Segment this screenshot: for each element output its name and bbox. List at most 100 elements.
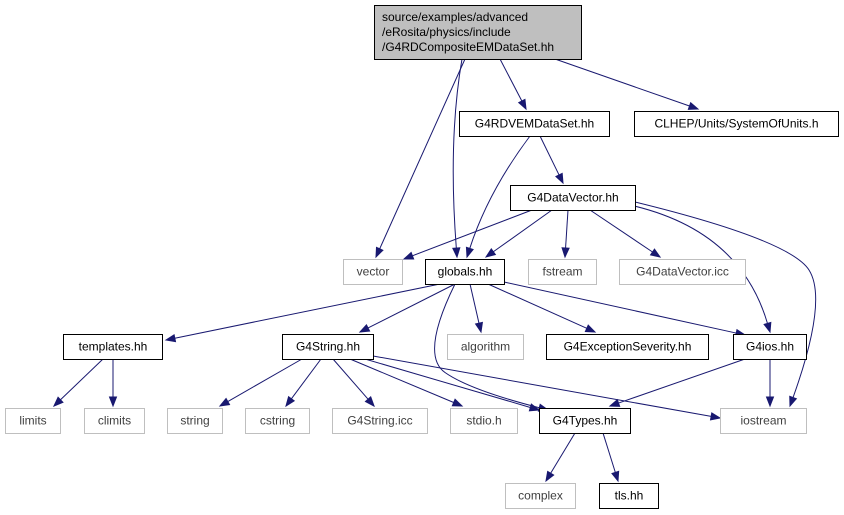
edge-arrowhead (584, 324, 597, 333)
edge-arrowhead (465, 246, 474, 259)
node-box (374, 5, 582, 60)
node-label: /eRosita/physics/include (382, 25, 511, 39)
node-templates[interactable]: templates.hh (63, 334, 163, 360)
edge-line (589, 209, 653, 253)
node-box (447, 334, 524, 360)
node-label: cstring (260, 414, 295, 428)
nodes-layer: source/examples/advanced/eRosita/physics… (5, 5, 839, 509)
node-label: G4String.hh (296, 340, 360, 354)
edge-line (634, 201, 817, 398)
edge-line (554, 58, 690, 107)
node-label: tls.hh (615, 489, 644, 503)
edge-line (565, 209, 569, 249)
edge-G4ios-to-G4Types (608, 358, 746, 407)
node-root[interactable]: source/examples/advanced/eRosita/physics… (374, 5, 582, 60)
node-box (733, 334, 807, 360)
node-label: G4DataVector.icc (636, 265, 729, 279)
node-box (425, 259, 505, 285)
edge-globals-to-algorithm (469, 283, 484, 334)
edge-line (434, 283, 540, 409)
node-stdio: stdio.h (450, 408, 518, 434)
edge-line (364, 358, 531, 408)
edge-arrowhead (108, 396, 118, 408)
node-label: fstream (542, 265, 582, 279)
edge-arrowhead (484, 248, 497, 258)
edge-arrowhead (561, 247, 570, 259)
node-globals[interactable]: globals.hh (425, 259, 505, 285)
node-label: iostream (740, 414, 786, 428)
edge-arrowhead (763, 321, 772, 334)
edge-line (503, 281, 737, 334)
node-box (505, 483, 576, 509)
edge-G4String-to-G4Types (364, 358, 541, 412)
node-label: algorithm (461, 340, 510, 354)
edge-line (550, 432, 576, 474)
edge-arrowhead (608, 398, 621, 407)
node-box (282, 334, 374, 360)
edge-line (499, 58, 523, 102)
edge-arrowhead (528, 403, 541, 412)
edge-G4DataVector-to-vector (402, 209, 533, 260)
node-box (546, 334, 709, 360)
node-box (5, 408, 61, 434)
node-label: G4ExceptionSeverity.hh (564, 340, 692, 354)
edge-line (367, 283, 456, 329)
edge-line (618, 358, 746, 404)
node-label: G4Types.hh (553, 414, 618, 428)
edge-arrowhead (517, 98, 527, 111)
edge-line (332, 358, 369, 400)
node-vector: vector (343, 259, 403, 285)
node-box (619, 259, 746, 285)
node-G4String[interactable]: G4String.hh (282, 334, 374, 360)
edge-arrowhead (649, 248, 662, 258)
node-SystemOfUnits[interactable]: CLHEP/Units/SystemOfUnits.h (634, 111, 839, 137)
node-string: string (167, 408, 223, 434)
node-G4Types[interactable]: G4Types.hh (539, 408, 631, 434)
node-climits: climits (84, 408, 145, 434)
edge-arrowhead (474, 321, 484, 334)
edge-globals-to-templates (164, 283, 441, 343)
node-box (84, 408, 145, 434)
node-label: templates.hh (79, 340, 148, 354)
edge-line (227, 358, 303, 402)
node-G4RDVEMDataSet[interactable]: G4RDVEMDataSet.hh (459, 111, 610, 137)
edge-G4Types-to-complex (545, 432, 576, 483)
edge-templates-to-climits (108, 359, 118, 408)
edge-arrowhead (611, 470, 620, 483)
edge-line (452, 58, 463, 249)
edge-line (469, 283, 480, 324)
node-iostream: iostream (720, 408, 807, 434)
edge-root-to-SystemOfUnits (554, 58, 700, 110)
node-label: climits (98, 414, 131, 428)
edge-root-to-globals (452, 58, 463, 259)
edge-line (487, 283, 587, 329)
edge-G4String-to-cstring (285, 358, 322, 408)
node-G4ios[interactable]: G4ios.hh (733, 334, 807, 360)
node-label: limits (19, 414, 46, 428)
edge-arrowhead (285, 395, 296, 408)
node-fstream: fstream (528, 259, 597, 285)
node-tls[interactable]: tls.hh (599, 483, 659, 509)
edge-globals-to-G4ExceptionSeverity (487, 283, 597, 333)
edge-arrowhead (545, 470, 555, 483)
node-label: globals.hh (438, 265, 493, 279)
edge-line (493, 209, 553, 253)
edge-line (372, 355, 712, 417)
edge-line (379, 58, 466, 249)
edge-arrowhead (789, 395, 798, 408)
edge-templates-to-limits (53, 358, 104, 407)
node-box (63, 334, 163, 360)
node-label: source/examples/advanced (382, 10, 528, 24)
node-G4DataVectorIcc: G4DataVector.icc (619, 259, 746, 285)
node-box (720, 408, 807, 434)
node-G4StringIcc: G4String.icc (332, 408, 428, 434)
node-label: vector (357, 265, 390, 279)
node-box (167, 408, 223, 434)
edge-line (539, 135, 560, 176)
node-label: G4DataVector.hh (527, 191, 618, 205)
edge-globals-to-G4String (358, 283, 456, 333)
node-G4DataVector[interactable]: G4DataVector.hh (510, 185, 636, 211)
node-G4ExceptionSeverity[interactable]: G4ExceptionSeverity.hh (546, 334, 709, 360)
edge-arrowhead (687, 101, 700, 110)
